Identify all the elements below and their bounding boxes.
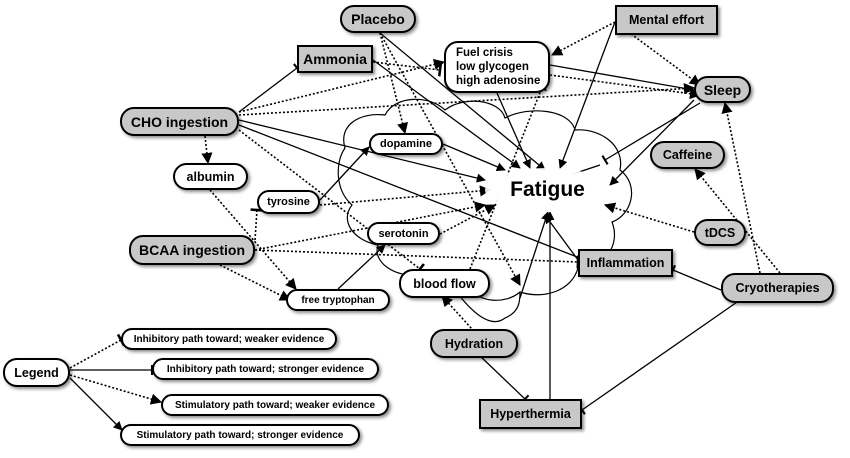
inhibitory-edge-42: [69, 333, 126, 369]
legend-item-inhibitory-weak: Inhibitory path toward; weaker evidence: [121, 328, 337, 350]
legend-node: Legend: [3, 358, 70, 387]
stimulatory-edge-0: [379, 32, 546, 171]
stimulatory-edge-9: [549, 64, 695, 94]
hyperthermia-node: Hyperthermia: [479, 399, 582, 429]
fuel-crisis-line-3: high adenosine: [456, 75, 541, 87]
fuel-crisis-line-2: low glycogen: [456, 61, 529, 73]
stimulatory-edge-22: [319, 146, 370, 201]
inhibitory-edge-7: [372, 61, 443, 77]
stimulatory-edge-2: [379, 32, 521, 286]
free-tryptophan-node: free tryptophan: [286, 289, 390, 311]
inhibitory-edge-13: [601, 102, 701, 165]
caffeine-node: Caffeine: [650, 141, 725, 169]
stimulatory-edge-8: [496, 92, 531, 169]
inhibitory-edge-29: [254, 249, 580, 269]
stimulatory-edge-6: [372, 59, 521, 169]
dopamine-node: dopamine: [369, 133, 443, 155]
stimulatory-edge-26: [519, 211, 550, 299]
stimulatory-edge-44: [69, 374, 163, 405]
stimulatory-edge-23: [439, 204, 496, 235]
placebo-node: Placebo: [340, 5, 416, 33]
legend-item-inhibitory-strong: Inhibitory path toward; stronger evidenc…: [152, 358, 379, 380]
stimulatory-edge-24: [319, 185, 492, 206]
inhibitory-edge-40: [478, 354, 530, 404]
stimulatory-edge-3: [551, 21, 616, 56]
sleep-node: Sleep: [694, 76, 751, 103]
stimulatory-edge-33: [337, 244, 386, 290]
stimulatory-edge-14: [238, 119, 486, 183]
legend-item-stimulatory-weak: Stimulatory path toward; weaker evidence: [161, 394, 389, 416]
bcaa-ingestion-node: BCAA ingestion: [129, 235, 255, 265]
serotonin-node: serotonin: [367, 222, 440, 245]
inhibitory-edge-38: [578, 299, 741, 415]
stimulatory-edge-31: [219, 264, 292, 301]
fuel-crisis-node: Fuel crisis low glycogen high adenosine: [444, 41, 550, 93]
legend-item-stimulatory-strong: Stimulatory path toward; stronger eviden…: [120, 424, 360, 446]
cho-ingestion-node: CHO ingestion: [120, 107, 239, 136]
cryotherapies-node: Cryotherapies: [721, 273, 834, 303]
stimulatory-edge-12: [609, 99, 695, 186]
inflammation-node: Inflammation: [578, 249, 673, 277]
stimulatory-edge-36: [721, 101, 761, 274]
fuel-crisis-line-1: Fuel crisis: [456, 47, 513, 59]
inhibitory-edge-35: [670, 264, 722, 291]
ammonia-node: Ammonia: [297, 45, 373, 73]
tdcs-node: tDCS: [694, 219, 746, 246]
inhibitory-edge-15: [238, 63, 301, 113]
stimulatory-edge-25: [603, 202, 695, 233]
inhibitory-edge-18: [238, 124, 593, 268]
stimulatory-edge-21: [442, 143, 506, 172]
stimulatory-edge-1: [379, 32, 408, 135]
stimulatory-edge-45: [69, 377, 123, 431]
hydration-node: Hydration: [430, 329, 518, 358]
stimulatory-edge-10: [549, 74, 702, 100]
mental-effort-node: Mental effort: [615, 5, 718, 35]
stimulatory-edge-16: [238, 58, 446, 113]
blood-flow-node: blood flow: [399, 269, 490, 298]
albumin-node: albumin: [173, 163, 248, 190]
inhibitory-edge-28: [250, 208, 264, 241]
fatigue-node: Fatigue: [485, 168, 610, 212]
stimulatory-edge-20: [201, 135, 213, 165]
stimulatory-edge-32: [209, 189, 297, 290]
tyrosine-node: tyrosine: [257, 190, 320, 214]
